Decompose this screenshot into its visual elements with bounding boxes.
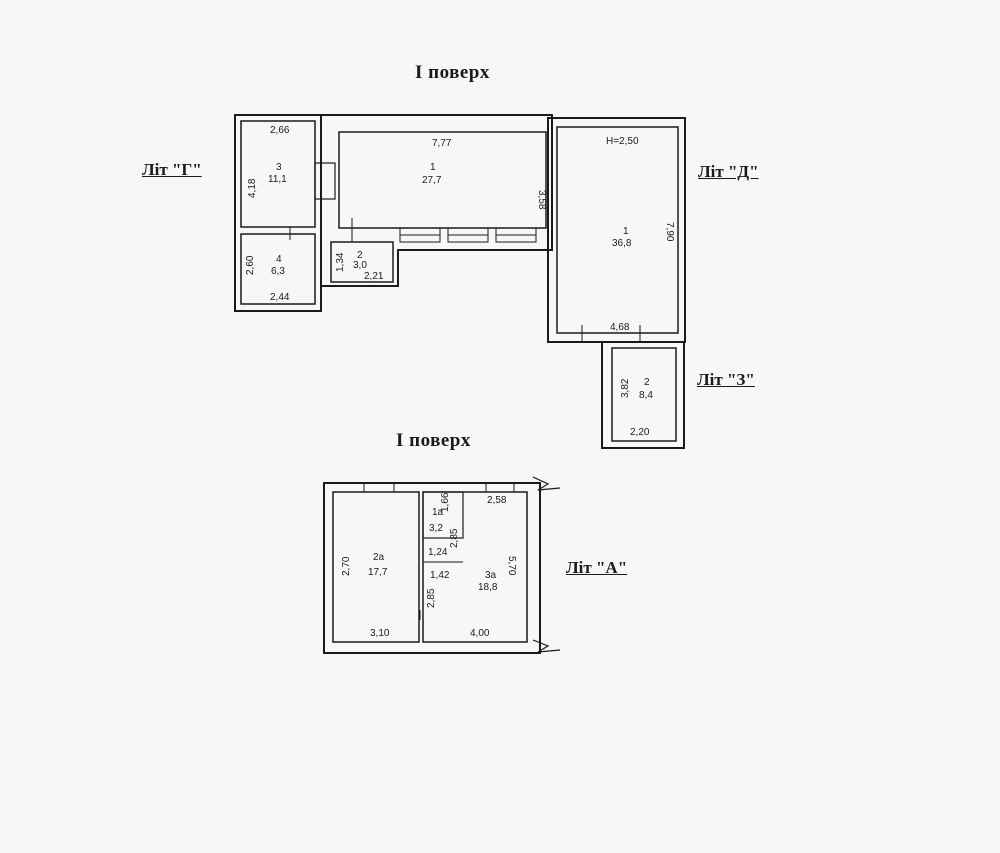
dim-a-mid: 1,42 bbox=[430, 570, 450, 581]
dim-g4-width: 2,44 bbox=[270, 292, 290, 303]
dim-a1-vertical: 2,85 bbox=[449, 528, 460, 548]
dim-a3-height: 5,70 bbox=[506, 556, 517, 576]
room-main2-wall bbox=[330, 241, 394, 283]
window-a2 bbox=[363, 482, 395, 493]
label-lit-d: Літ "Д" bbox=[698, 162, 759, 181]
room-a1-area: 3,2 bbox=[429, 523, 443, 534]
room-z2-wall bbox=[611, 347, 677, 442]
dim-d1-height: 7,90 bbox=[664, 222, 675, 242]
room-main1-area: 27,7 bbox=[422, 175, 442, 186]
break-line-top bbox=[532, 476, 561, 491]
dim-main2-height: 1,34 bbox=[335, 252, 346, 272]
dim-g4-height: 2,60 bbox=[245, 255, 256, 275]
top-plan-text: 2,66 4,18 3 11,1 2,60 4 6,3 2,44 7,77 1 … bbox=[245, 125, 675, 438]
dim-z2-width: 2,20 bbox=[630, 427, 650, 438]
room-g3-area: 11,1 bbox=[268, 174, 287, 185]
room-main2-number: 2 bbox=[357, 250, 363, 261]
dim-a3-width: 4,00 bbox=[470, 628, 490, 639]
dim-a1-height: 1,66 bbox=[440, 492, 451, 512]
dim-main1-height: 3,58 bbox=[536, 190, 547, 210]
label-lit-z: Літ "З" bbox=[697, 370, 755, 389]
top-floor-heading: I поверх bbox=[415, 62, 490, 83]
room-z2-number: 2 bbox=[644, 377, 650, 388]
room-d1-area: 36,8 bbox=[612, 238, 632, 249]
room-a3-wall bbox=[422, 491, 528, 643]
main-block-outer-wall bbox=[321, 114, 553, 287]
dim-a3-top: 2,58 bbox=[487, 495, 507, 506]
room-a3-area: 18,8 bbox=[478, 582, 498, 593]
room-a1-number: 1а bbox=[432, 507, 444, 518]
dim-a-door: 2,85 bbox=[426, 588, 437, 608]
dim-a1-width: 1,24 bbox=[428, 547, 448, 558]
room-a2-area: 17,7 bbox=[368, 567, 388, 578]
lit-z-outer-wall bbox=[601, 341, 685, 449]
room-d1-wall bbox=[556, 126, 679, 334]
connector-corridor bbox=[314, 162, 336, 200]
bottom-plan bbox=[323, 476, 561, 654]
dim-main1-width: 7,77 bbox=[432, 138, 452, 149]
room-g3-number: 3 bbox=[276, 162, 282, 173]
lit-a-outer-wall bbox=[323, 482, 541, 654]
room-z2-area: 8,4 bbox=[639, 390, 653, 401]
window-a3 bbox=[485, 482, 515, 493]
dim-main2-width: 2,21 bbox=[364, 271, 384, 282]
room-main1-wall bbox=[338, 131, 547, 229]
room-g4-number: 4 bbox=[276, 254, 282, 265]
top-plan bbox=[234, 114, 686, 449]
height-mark: Н=2,50 bbox=[606, 136, 639, 147]
bottom-floor-heading: I поверх bbox=[396, 430, 471, 451]
bottom-plan-text: 2,70 2а 17,7 3,10 1,66 1а 3,2 2,85 1,24 … bbox=[341, 492, 517, 639]
break-line-bottom bbox=[532, 639, 561, 653]
dim-g3-height: 4,18 bbox=[247, 178, 258, 198]
room-main2-area: 3,0 bbox=[353, 260, 367, 271]
room-a2-number: 2а bbox=[373, 552, 385, 563]
room-g4-wall bbox=[240, 233, 316, 305]
lit-g-outer-wall bbox=[234, 114, 322, 312]
dim-d1-width: 4,68 bbox=[610, 322, 630, 333]
room-g4-area: 6,3 bbox=[271, 266, 285, 277]
room-a1-wall bbox=[422, 491, 464, 539]
dim-g3-width: 2,66 bbox=[270, 125, 290, 136]
dim-a2-height: 2,70 bbox=[341, 556, 352, 576]
room-d1-number: 1 bbox=[623, 226, 629, 237]
label-lit-g: Літ "Г" bbox=[142, 160, 202, 179]
dim-z2-height: 3,82 bbox=[620, 378, 631, 398]
room-main1-number: 1 bbox=[430, 162, 436, 173]
label-lit-a: Літ "А" bbox=[566, 558, 628, 577]
dim-a2-width: 3,10 bbox=[370, 628, 390, 639]
room-a3-number: 3а bbox=[485, 570, 497, 581]
